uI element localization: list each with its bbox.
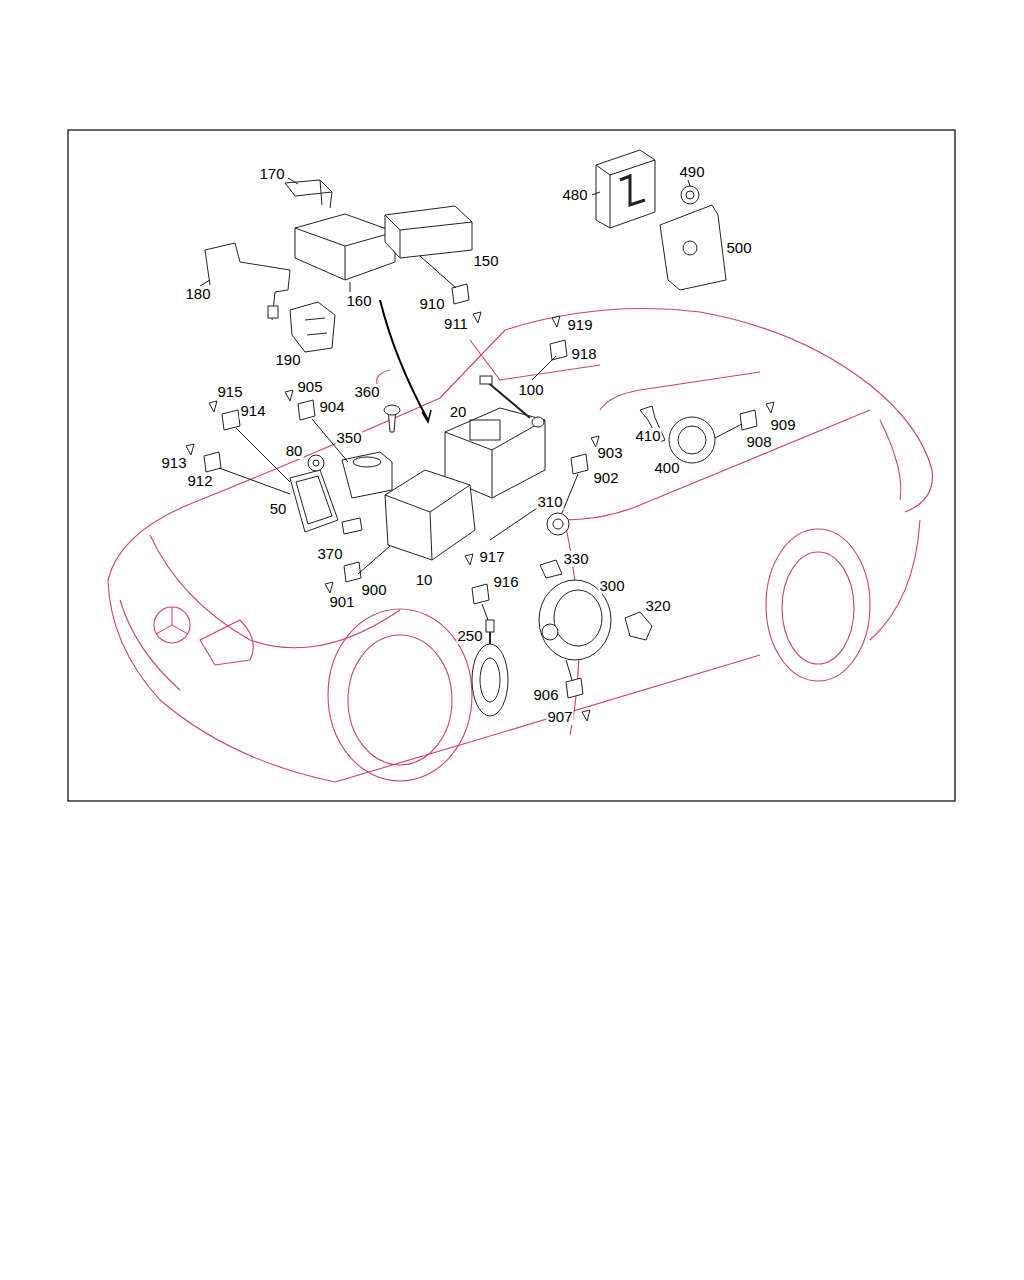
callout-number: 490	[678, 164, 705, 180]
callout-number: 902	[592, 470, 619, 486]
callout-number: 190	[274, 352, 301, 368]
callout-number: 903	[596, 445, 623, 461]
callout-number: 100	[517, 382, 544, 398]
callout-number: 900	[360, 582, 387, 598]
callout-number: 500	[725, 240, 752, 256]
callout-number: 916	[492, 574, 519, 590]
callout-number: 180	[184, 286, 211, 302]
callout-number: 330	[562, 551, 589, 567]
callout-number: 170	[258, 166, 285, 182]
callout-number: 10	[415, 572, 434, 588]
callout-number: 20	[449, 404, 468, 420]
callout-number: 906	[532, 687, 559, 703]
callout-number: 350	[335, 430, 362, 446]
callout-number: 915	[216, 384, 243, 400]
screws	[186, 312, 774, 721]
parts	[204, 150, 757, 716]
callout-number: 370	[316, 546, 343, 562]
callout-number: 909	[769, 417, 796, 433]
callout-number: 912	[186, 473, 213, 489]
callout-number: 250	[456, 628, 483, 644]
callout-number: 905	[296, 379, 323, 395]
star-emblem	[156, 607, 188, 634]
callout-number: 410	[634, 428, 661, 444]
callout-number: 918	[570, 346, 597, 362]
callout-number: 400	[653, 460, 680, 476]
frame	[68, 130, 955, 801]
callout-number: 320	[644, 598, 671, 614]
callout-number: 50	[269, 501, 288, 517]
callout-number: 150	[472, 253, 499, 269]
callout-number: 160	[345, 293, 372, 309]
callout-number: 80	[285, 443, 304, 459]
callout-number: 911	[443, 316, 469, 332]
callout-number: 917	[478, 549, 505, 565]
callout-number: 300	[598, 578, 625, 594]
callout-number: 914	[239, 403, 266, 419]
star-emblem	[154, 607, 190, 643]
callout-number: 907	[546, 709, 573, 725]
callout-number: 901	[328, 594, 355, 610]
callout-number: 908	[745, 434, 772, 450]
leader-lines	[200, 178, 742, 680]
callout-number: 910	[418, 296, 445, 312]
callout-number: 913	[160, 455, 187, 471]
callout-number: 360	[353, 384, 380, 400]
callout-number: 904	[318, 399, 345, 415]
callout-number: 310	[536, 494, 563, 510]
car-outline	[108, 309, 932, 782]
callout-number: 919	[566, 317, 593, 333]
callout-number: 480	[561, 187, 588, 203]
